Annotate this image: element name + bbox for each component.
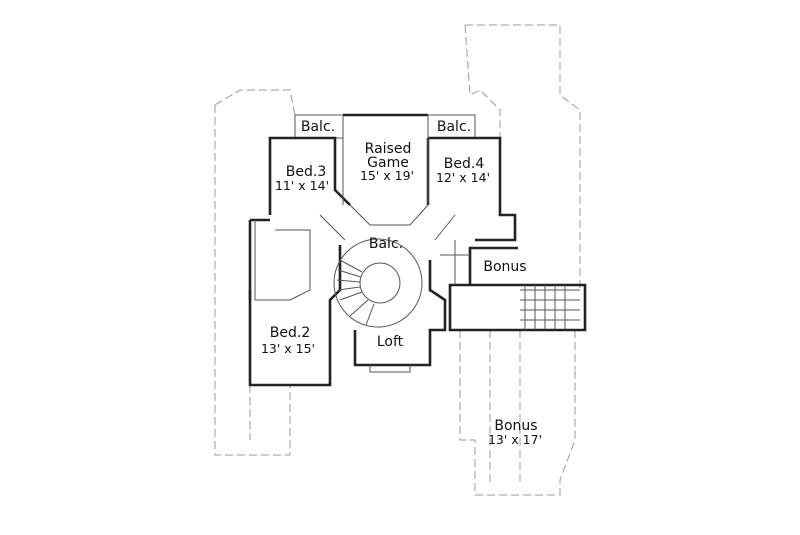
room-label-bed4: Bed.4	[444, 156, 485, 172]
room-size-bonus-large: 13' x 17'	[488, 432, 542, 447]
spiral-staircase[interactable]	[333, 238, 423, 328]
room-label-bed3: Bed.3	[286, 164, 326, 180]
room-label-balcony-right: Balc.	[437, 119, 471, 135]
room-label-raised-game-2: Game	[367, 155, 409, 171]
room-label-balcony-left: Balc.	[301, 119, 335, 135]
room-label-bed2: Bed.2	[270, 325, 310, 341]
room-label-bonus-large: Bonus	[494, 418, 537, 434]
walls	[248, 113, 587, 387]
room-label-raised-game-1: Raised	[365, 141, 412, 157]
room-size-bed3: 11' x 14'	[275, 178, 329, 193]
room-size-raised-game: 15' x 19'	[360, 168, 414, 183]
room-size-bed4: 12' x 14'	[436, 170, 490, 185]
room-size-bed2: 13' x 15'	[261, 341, 315, 356]
room-label-bonus-small: Bonus	[483, 259, 526, 275]
first-floor-outline	[214, 24, 581, 496]
room-label-balcony-center: Balc.	[369, 236, 403, 252]
room-label-loft: Loft	[377, 334, 404, 350]
